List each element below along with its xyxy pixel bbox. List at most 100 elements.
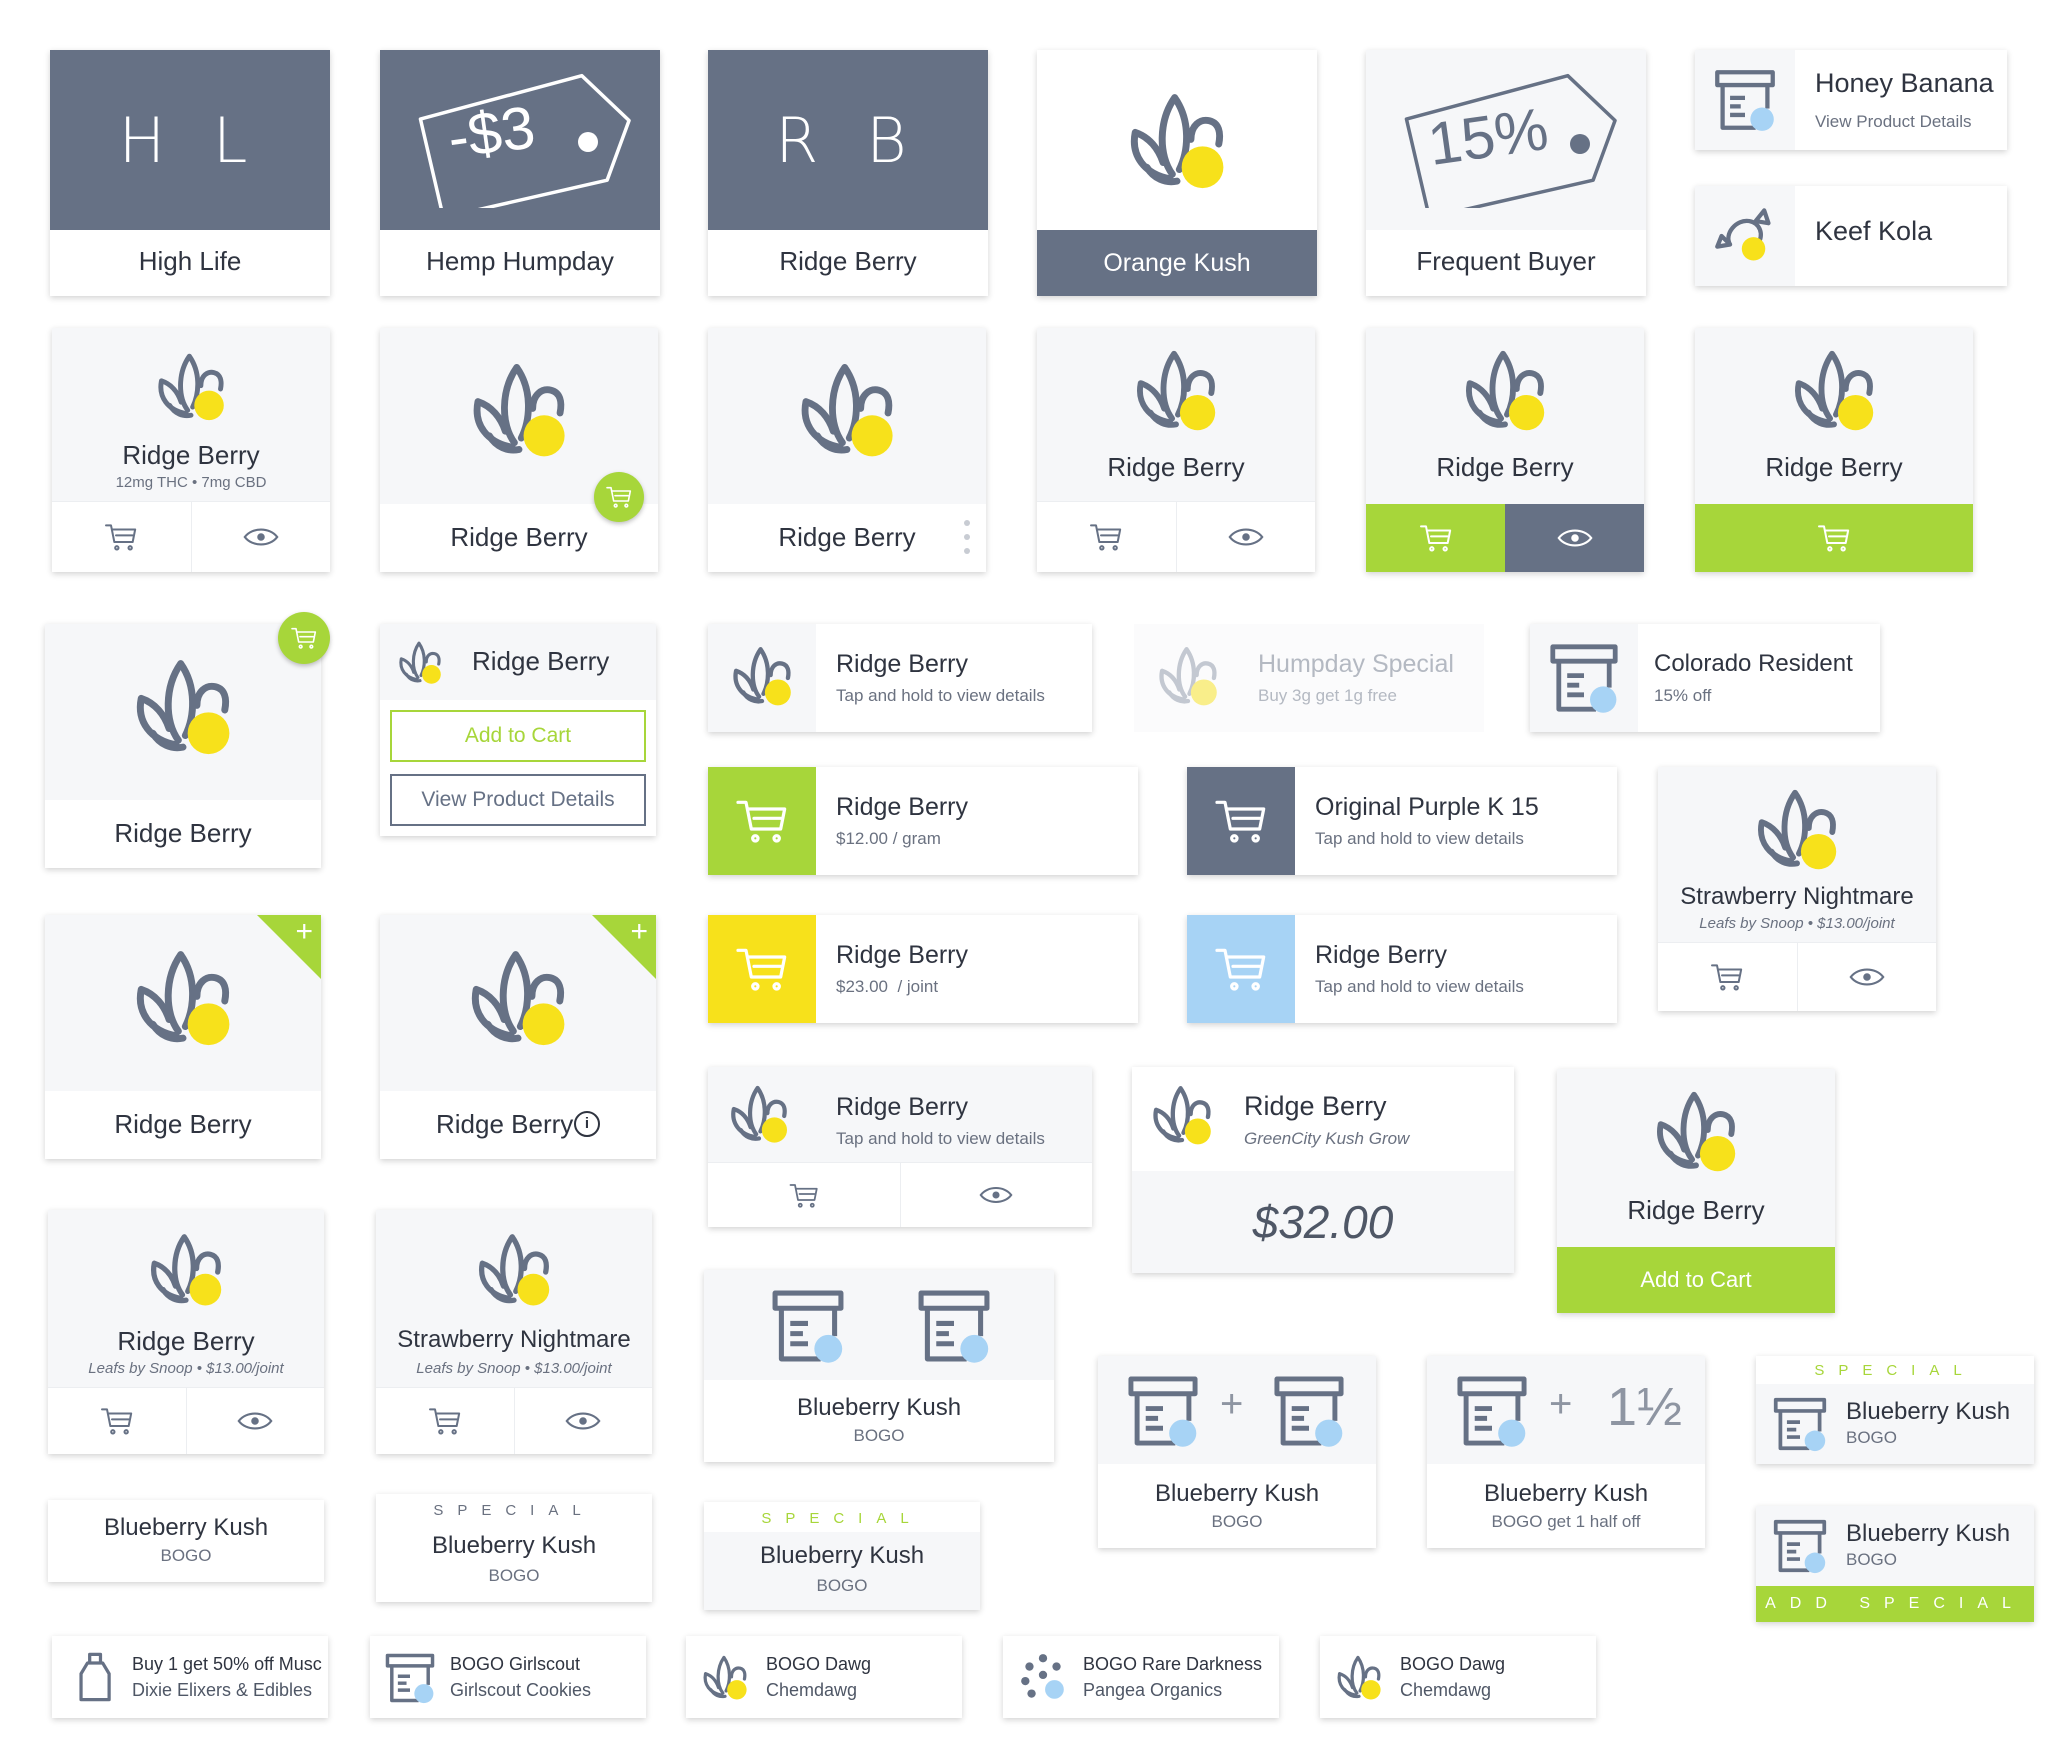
colorado-resident-card[interactable]: Colorado Resident 15% off [1530,624,1880,732]
price-card[interactable]: Ridge Berry GreenCity Kush Grow $32.00 [1132,1067,1514,1273]
card-title: Ridge Berry [779,246,917,276]
add-to-cart-button[interactable] [1187,915,1295,1023]
high-life-card[interactable]: H L High Life [50,50,330,296]
special-label: SPECIAL [1814,1362,1976,1379]
ridge-berry-blue-list[interactable]: Ridge Berry Tap and hold to view details [1187,915,1617,1023]
product-card-plus-2[interactable]: Ridge Berry i + [380,915,656,1159]
leaf-logo-icon [726,642,798,714]
deal-subtitle: Pangea Organics [1083,1680,1223,1700]
leaf-logo-icon [125,652,241,768]
view-details-button[interactable] [185,1388,325,1454]
ridge-berry-initials-card[interactable]: R B Ridge Berry [708,50,988,296]
deal-item-rare-darkness[interactable]: BOGO Rare Darkness Pangea Organics [1003,1636,1279,1718]
box-icon [916,1288,992,1364]
info-icon[interactable]: i [574,1111,600,1137]
card-body [704,1532,980,1610]
bottle-icon [79,1652,111,1702]
add-special-card[interactable]: Blueberry Kush BOGO ADD SPECIAL [1756,1506,2034,1622]
original-purple-list[interactable]: Original Purple K 15 Tap and hold to vie… [1187,767,1617,875]
add-to-cart-button[interactable] [594,472,644,522]
cart-icon [100,1406,134,1436]
product-card-thc[interactable]: Ridge Berry 12mg THC • 7mg CBD [52,328,330,572]
view-details-button[interactable] [513,1388,653,1454]
more-icon[interactable] [962,518,972,558]
card-subtitle: BOGO [853,1426,905,1445]
card-title: Humpday Special [1258,650,1454,678]
keef-kola-card[interactable]: Keef Kola [1695,186,2007,286]
special-list-card[interactable]: SPECIAL Blueberry Kush BOGO [1756,1356,2034,1464]
view-details-button[interactable] [1175,502,1316,572]
initials: H L [118,103,262,177]
product-card-add-to-cart[interactable]: Ridge Berry Add to Cart [1557,1069,1835,1313]
strawberry-nightmare-card[interactable]: Strawberry Nightmare Leafs by Snoop • $1… [1658,767,1936,1011]
honey-banana-card[interactable]: Honey Banana View Product Details [1695,50,2007,150]
bogo-boxes-card[interactable]: Blueberry Kush BOGO [704,1270,1054,1462]
half-value: 1½ [1607,1377,1683,1437]
card-footer [1366,230,1646,296]
add-to-cart-button[interactable] [708,915,816,1023]
leaf-logo-icon [1647,1085,1745,1183]
deal-item-girlscout[interactable]: BOGO Girlscout Girlscout Cookies [370,1636,646,1718]
deal-item-dawg-1[interactable]: BOGO Dawg Chemdawg [686,1636,962,1718]
add-corner-button[interactable] [592,915,656,979]
view-details-button[interactable] [1796,943,1937,1011]
bogo-plus-card[interactable]: + Blueberry Kush BOGO [1098,1356,1376,1548]
add-to-cart-button[interactable] [52,502,191,572]
add-to-cart-button[interactable] [1658,943,1797,1011]
add-to-cart-button[interactable] [1366,504,1505,572]
view-details-button[interactable] [1505,504,1644,572]
add-to-cart-button[interactable] [376,1388,514,1454]
leafs-card-strawberry[interactable]: Strawberry Nightmare Leafs by Snoop • $1… [376,1210,652,1454]
product-card-more[interactable]: Ridge Berry [708,328,986,572]
product-card-large[interactable]: Ridge Berry [45,624,321,868]
add-corner-button[interactable] [257,915,321,979]
leaf-logo-icon [1332,1652,1386,1706]
view-details-button[interactable] [190,502,331,572]
ridge-berry-green-list[interactable]: Ridge Berry $12.00 / gram [708,767,1138,875]
add-to-cart-button[interactable] [48,1388,186,1454]
orange-kush-card[interactable]: Orange Kush [1037,50,1317,296]
deal-item-dawg-2[interactable]: BOGO Dawg Chemdawg [1320,1636,1596,1718]
view-details-button[interactable] [899,1163,1093,1227]
product-card-green-cart[interactable]: Ridge Berry [1695,328,1973,572]
add-to-cart-button[interactable]: Add to Cart [1557,1247,1835,1313]
cart-icon [1419,523,1453,553]
frequent-buyer-card[interactable]: 15% Frequent Buyer [1366,50,1646,296]
add-to-cart-button[interactable] [1695,504,1973,572]
leafs-card-ridge[interactable]: Ridge Berry Leafs by Snoop • $13.00/join… [48,1210,324,1454]
add-to-cart-button[interactable] [1037,502,1176,572]
product-card-actions[interactable]: Ridge Berry [1037,328,1315,572]
bogo-special-card-1[interactable]: SPECIAL Blueberry Kush BOGO [376,1494,652,1602]
add-special-button[interactable]: ADD SPECIAL [1756,1586,2034,1622]
add-to-cart-button[interactable] [708,767,816,875]
product-list-with-actions[interactable]: Ridge Berry Tap and hold to view details [708,1067,1092,1227]
add-to-cart-button[interactable] [708,1163,900,1227]
add-to-cart-button[interactable] [1187,767,1295,875]
add-to-cart-button[interactable]: Add to Cart [390,710,646,762]
view-details-button[interactable]: View Product Details [390,774,646,826]
hemp-humpday-card[interactable]: -$3 Hemp Humpday [380,50,660,296]
product-actions-card[interactable]: Ridge Berry Add to Cart View Product Det… [380,624,656,836]
deal-subtitle: Chemdawg [766,1680,858,1700]
bogo-half-card[interactable]: + 1½ Blueberry Kush BOGO get 1 half off [1427,1356,1705,1548]
ridge-berry-yellow-list[interactable]: Ridge Berry $23.00 / joint [708,915,1138,1023]
box-icon [1455,1374,1529,1448]
card-body [1756,1384,2034,1464]
cart-icon [1089,522,1123,552]
cart-icon [1214,945,1268,993]
product-card-colored-actions[interactable]: Ridge Berry [1366,328,1644,572]
thumb [708,624,816,732]
card-title: Ridge Berry [778,522,916,552]
card-body [1756,1506,2034,1586]
humpday-special-card-disabled: Humpday Special Buy 3g get 1g free [1134,624,1484,732]
deal-subtitle: Chemdawg [1400,1680,1492,1700]
bogo-special-card-2[interactable]: SPECIAL Blueberry Kush BOGO [704,1502,980,1610]
deal-item-dixie[interactable]: Buy 1 get 50% off Musc Dixie Elixers & E… [52,1636,328,1718]
product-card-plus-1[interactable]: Ridge Berry + [45,915,321,1159]
card-title: Blueberry Kush [1846,1398,2011,1425]
product-list-item[interactable]: Ridge Berry Tap and hold to view details [708,624,1092,732]
bogo-plain-card[interactable]: Blueberry Kush BOGO [48,1500,324,1582]
card-title: Strawberry Nightmare [397,1326,631,1353]
product-card-cart-badge[interactable]: Ridge Berry [380,328,658,572]
add-to-cart-button[interactable] [278,612,330,664]
